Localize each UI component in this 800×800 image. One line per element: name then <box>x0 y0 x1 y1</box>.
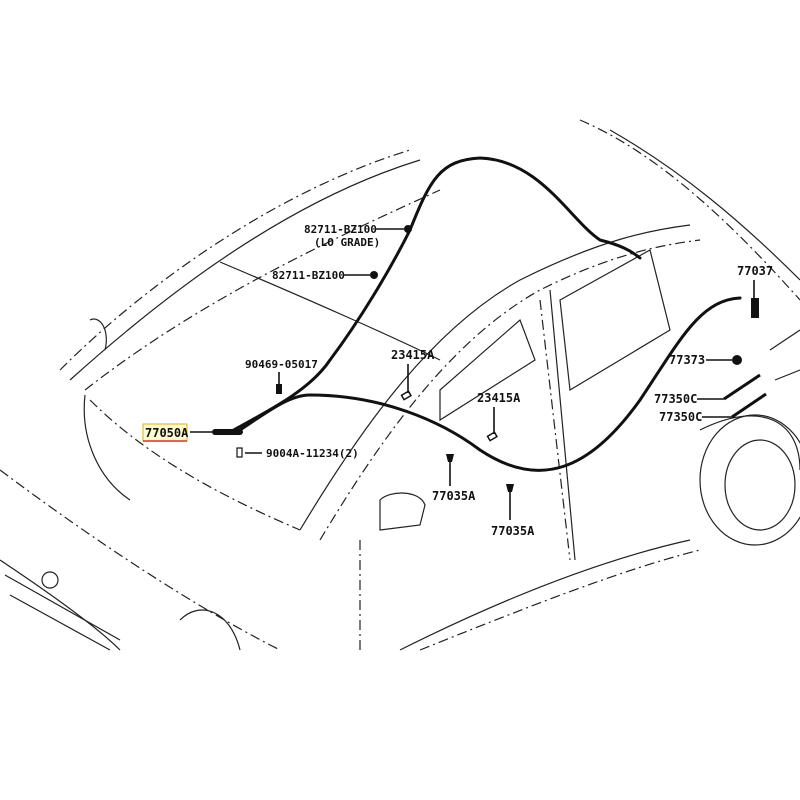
callout-82711[interactable]: 82711-BZ100 <box>272 269 378 282</box>
callout-23415a-2[interactable]: 23415A <box>477 391 521 442</box>
svg-text:23415A: 23415A <box>477 391 521 405</box>
svg-text:90469-05017: 90469-05017 <box>245 358 318 371</box>
svg-text:77035A: 77035A <box>491 524 535 538</box>
svg-text:82711-BZ100: 82711-BZ100 <box>272 269 345 282</box>
callout-77350c-1[interactable]: 77350C <box>654 373 761 406</box>
callout-77037[interactable]: 77037 <box>737 264 773 318</box>
callout-77350c-2[interactable]: 77350C <box>659 392 767 424</box>
clamp-icon <box>400 390 412 401</box>
svg-text:77035A: 77035A <box>432 489 476 503</box>
svg-text:9004A-11234(2): 9004A-11234(2) <box>266 447 359 460</box>
callout-23415a-1[interactable]: 23415A <box>391 348 435 401</box>
svg-text:(LO GRADE): (LO GRADE) <box>314 236 380 249</box>
svg-text:77050A: 77050A <box>145 426 189 440</box>
grommet-icon <box>404 225 412 233</box>
nut-icon <box>732 355 742 365</box>
clip-icon <box>276 384 282 394</box>
clamp-icon <box>486 431 498 442</box>
callout-90469[interactable]: 90469-05017 <box>245 358 318 394</box>
clip-icon <box>446 454 454 462</box>
svg-text:23415A: 23415A <box>391 348 435 362</box>
bolt-icon <box>731 392 767 419</box>
callout-77035a-1[interactable]: 77035A <box>432 454 476 503</box>
filler-door-lock-icon <box>751 298 759 318</box>
clip-icon <box>506 484 514 492</box>
svg-text:77350C: 77350C <box>654 392 697 406</box>
svg-text:77350C: 77350C <box>659 410 702 424</box>
svg-text:77037: 77037 <box>737 264 773 278</box>
callout-77050a[interactable]: 77050A <box>142 423 212 442</box>
callout-9004a[interactable]: 9004A-11234(2) <box>236 447 359 460</box>
bolt-icon <box>723 373 761 401</box>
callout-77035a-2[interactable]: 77035A <box>491 484 535 538</box>
svg-text:82711-BZ100: 82711-BZ100 <box>304 223 377 236</box>
screw-icon <box>236 447 243 458</box>
callout-82711-lo[interactable]: 82711-BZ100 (LO GRADE) <box>304 223 412 249</box>
svg-text:77373: 77373 <box>669 353 705 367</box>
grommet-icon <box>370 271 378 279</box>
callout-77373[interactable]: 77373 <box>669 353 742 367</box>
